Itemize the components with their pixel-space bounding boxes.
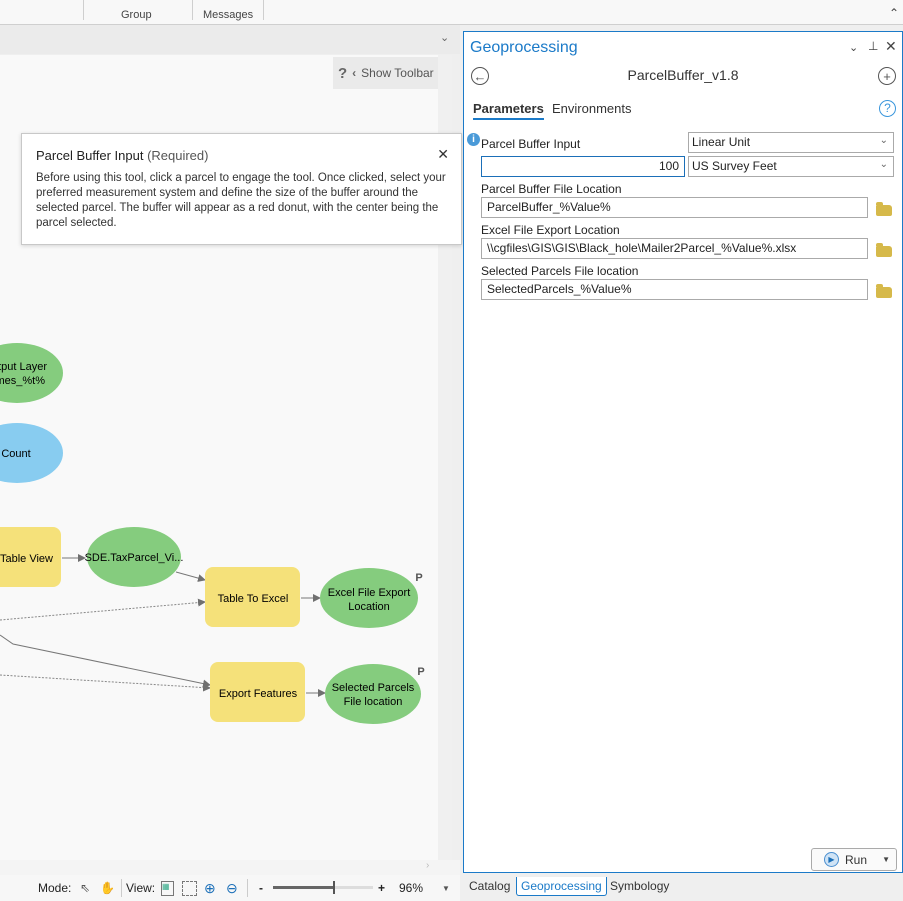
zoom-out-icon[interactable]: ⊖	[226, 879, 238, 896]
help-icon[interactable]: ?	[879, 100, 896, 117]
add-icon[interactable]: +	[878, 67, 896, 85]
parameter-marker: P	[417, 666, 424, 678]
param-label: Selected Parcels File location	[481, 264, 639, 278]
node-label: Export Features	[219, 688, 298, 700]
node-output-layer[interactable]: tput Layer mes_%t%	[0, 343, 63, 403]
scroll-right-icon[interactable]: ›	[426, 860, 430, 871]
close-icon[interactable]: ✕	[885, 38, 897, 54]
node-selected-parcels[interactable]: Selected Parcels File location P	[325, 664, 425, 724]
node-label: mes_%t%	[0, 375, 45, 387]
chevron-down-icon: ⌄	[879, 135, 888, 146]
node-sde-taxparcel[interactable]: SDE.TaxParcel_Vi...	[85, 527, 184, 587]
chevron-down-icon: ⌄	[879, 159, 888, 170]
folder-icon[interactable]	[876, 284, 892, 298]
node-label: Excel File Export	[328, 587, 411, 599]
parameter-tooltip: Parcel Buffer Input (Required) Before us…	[21, 133, 462, 245]
buffer-unit-select[interactable]: US Survey Feet ⌄	[688, 156, 894, 177]
node-table-to-excel[interactable]: Table To Excel	[205, 567, 300, 627]
excel-file-input[interactable]: \\cgfiles\GIS\GIS\Black_hole\Mailer2Parc…	[481, 238, 868, 259]
back-icon[interactable]: ←	[471, 67, 489, 85]
help-icon[interactable]: ?	[338, 64, 348, 82]
node-table-view[interactable]: Table View	[0, 527, 61, 587]
model-diagram: tput Layer mes_%t% Count Table View SDE.…	[0, 343, 425, 724]
node-label: tput Layer	[0, 361, 47, 373]
ribbon-separator	[192, 0, 193, 20]
tab-environments[interactable]: Environments	[552, 101, 632, 116]
tab-symbology[interactable]: Symbology	[610, 879, 670, 893]
select-value: Linear Unit	[692, 135, 751, 149]
select-cursor-icon[interactable]: ⇖	[80, 881, 91, 895]
run-dropdown-icon[interactable]: ▼	[882, 855, 890, 864]
tooltip-required: (Required)	[147, 148, 209, 163]
node-label: SDE.TaxParcel_Vi...	[85, 552, 184, 564]
view-tab-band: ⌄	[0, 25, 460, 54]
zoom-minus-button[interactable]: -	[259, 881, 263, 895]
tooltip-title: Parcel Buffer Input	[36, 148, 144, 163]
auto-layout-icon[interactable]: ▦	[161, 880, 174, 896]
buffer-type-select[interactable]: Linear Unit ⌄	[688, 132, 894, 153]
connector	[0, 634, 211, 688]
node-count[interactable]: Count	[0, 423, 63, 483]
node-label: Selected Parcels	[332, 682, 415, 694]
tooltip-body: Before using this tool, click a parcel t…	[36, 172, 446, 229]
folder-icon[interactable]	[876, 202, 892, 216]
tool-name: ParcelBuffer_v1.8	[627, 67, 739, 83]
view-label: View:	[126, 881, 156, 895]
status-bar: Mode: ⇖ ✋ View: ▦ ⊕ ⊖ - + 96% ▼	[0, 875, 460, 901]
run-label: Run	[845, 852, 868, 867]
node-label: Table View	[0, 553, 53, 565]
pin-icon[interactable]: ⊥	[868, 39, 879, 53]
collapse-ribbon-icon[interactable]: ⌃	[889, 6, 900, 20]
zoom-slider-thumb[interactable]	[333, 881, 335, 894]
param-label: Parcel Buffer File Location	[481, 182, 622, 196]
geoprocessing-pane: Geoprocessing ⌄ ⊥ ✕ ParcelBuffer_v1.8 ← …	[463, 31, 903, 873]
close-icon[interactable]: ✕	[437, 146, 449, 162]
node-export-features[interactable]: Export Features	[210, 662, 305, 722]
node-label: Count	[1, 448, 30, 460]
show-toolbar-label: Show Toolbar	[361, 66, 434, 80]
horizontal-scrollbar[interactable]: ›	[0, 860, 460, 875]
zoom-slider[interactable]	[273, 881, 373, 894]
buffer-file-input[interactable]: ParcelBuffer_%Value%	[481, 197, 868, 218]
node-label: File location	[344, 696, 403, 708]
tab-geoprocessing[interactable]: Geoprocessing	[516, 877, 607, 896]
connector	[175, 571, 206, 582]
zoom-plus-button[interactable]: +	[378, 881, 386, 895]
pan-hand-icon[interactable]: ✋	[100, 881, 115, 895]
zoom-in-icon[interactable]: ⊕	[204, 879, 216, 896]
ribbon-separator	[83, 0, 84, 20]
param-label: Parcel Buffer Input	[481, 137, 581, 151]
node-excel-export-location[interactable]: Excel File Export Location P	[320, 568, 423, 628]
ribbon-group-label: Group	[121, 9, 152, 21]
ribbon: Group Messages ⌃	[0, 0, 903, 25]
chevron-down-icon[interactable]: ⌄	[440, 32, 450, 44]
connector-dotted	[0, 598, 206, 621]
ribbon-messages-label: Messages	[203, 9, 254, 21]
vertical-scrollbar[interactable]	[438, 55, 452, 860]
select-value: US Survey Feet	[692, 159, 777, 173]
selected-file-input[interactable]: SelectedParcels_%Value%	[481, 279, 868, 300]
tab-catalog[interactable]: Catalog	[469, 879, 511, 893]
param-label: Excel File Export Location	[481, 223, 620, 237]
pane-title: Geoprocessing	[470, 39, 578, 56]
chevron-left-icon: ‹	[352, 66, 357, 80]
buffer-value-input[interactable]: 100	[481, 156, 685, 177]
node-label: Table To Excel	[218, 593, 289, 605]
play-icon: ▶	[824, 852, 839, 867]
ribbon-separator	[263, 0, 264, 20]
zoom-dropdown-icon[interactable]: ▼	[442, 883, 450, 893]
run-button[interactable]: ▶ Run ▼	[811, 848, 897, 871]
folder-icon[interactable]	[876, 243, 892, 257]
connector-dotted	[0, 674, 211, 692]
fit-to-window-icon[interactable]	[182, 880, 197, 896]
show-toolbar-button[interactable]: ? ‹ Show Toolbar	[333, 57, 438, 89]
zoom-level[interactable]: 96%	[399, 881, 424, 895]
chevron-down-icon[interactable]: ⌄	[849, 42, 859, 54]
tab-parameters[interactable]: Parameters	[473, 101, 544, 120]
mode-label: Mode:	[38, 881, 72, 895]
node-label: Location	[348, 601, 390, 613]
info-icon[interactable]: i	[467, 133, 480, 146]
parameter-marker: P	[415, 572, 422, 584]
